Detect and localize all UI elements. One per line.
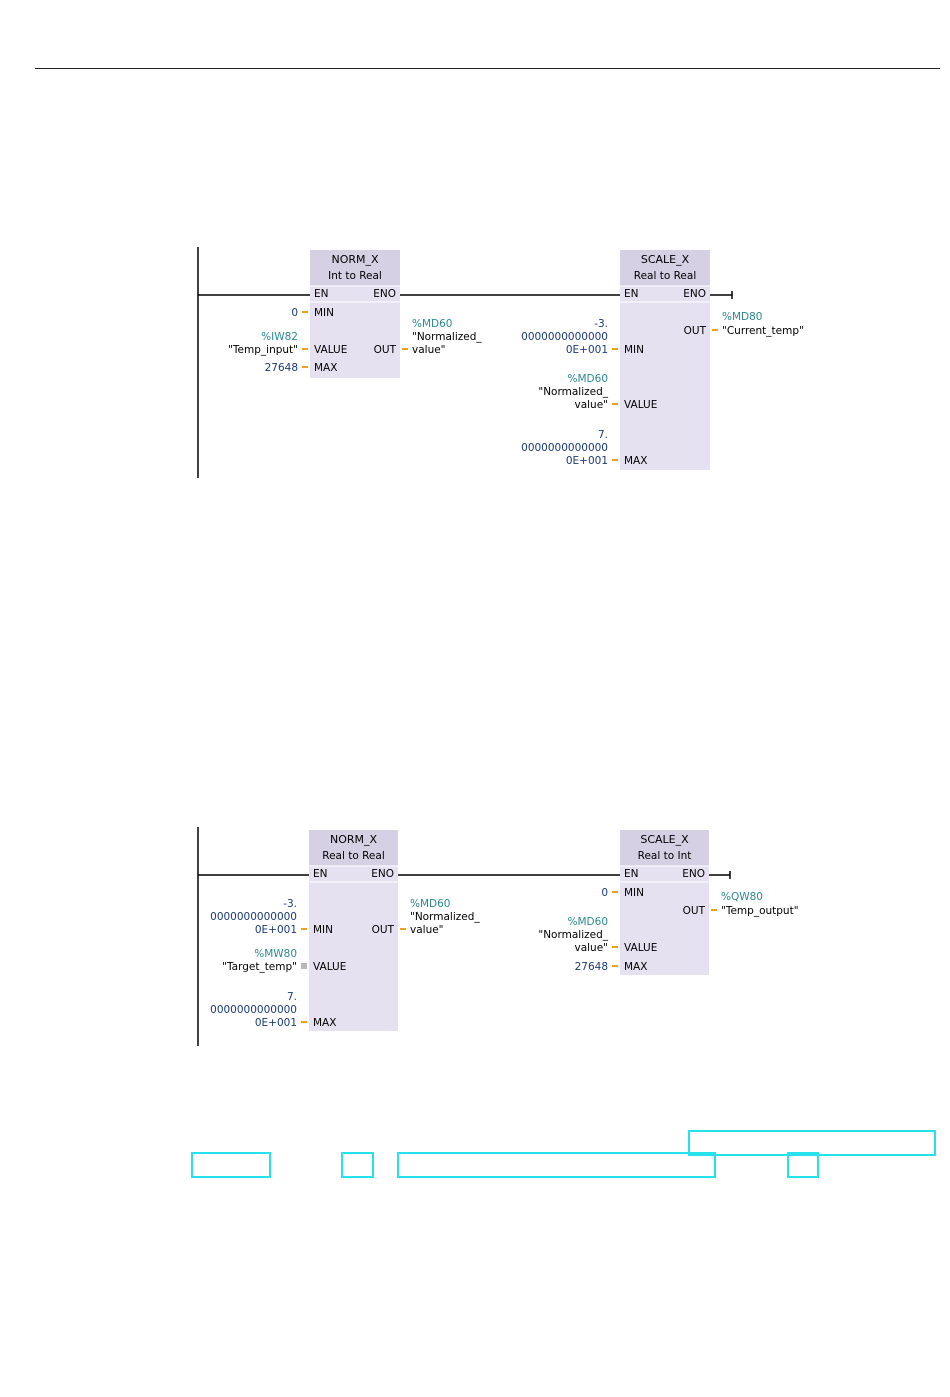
n1-scale-value-address: %MD60 [568, 373, 608, 385]
n1-scale-pin-out: OUT [684, 325, 707, 337]
n2-scale-header [620, 830, 709, 866]
highlight-box-4 [397, 1152, 716, 1178]
n2-norm-value-stub-marker [301, 963, 307, 969]
n1-scale-min-operand: 0000000000000 [521, 331, 608, 343]
n1-scale-value-operand: value" [574, 399, 608, 411]
highlight-box-2 [191, 1152, 271, 1178]
n2-scale-en-pin: EN [624, 868, 639, 880]
n1-scale-min-operand: 0E+001 [566, 344, 608, 356]
n1-scale-title: SCALE_X [641, 253, 690, 266]
n1-scale-max-operand: 0E+001 [566, 455, 608, 467]
n2-scale-out-operand: "Temp_output" [721, 905, 799, 917]
n1-scale-max-operand: 7. [598, 429, 608, 441]
n2-norm-max-operand: 0E+001 [255, 1017, 297, 1029]
n2-norm-value-address: %MW80 [254, 948, 297, 960]
n1-scale-en-pin: EN [624, 288, 639, 300]
n2-norm-out-operand: "Normalized_ [410, 911, 480, 923]
n2-norm-pin-min: MIN [313, 924, 333, 936]
n2-scale-pin-out: OUT [683, 905, 706, 917]
n2-norm-out-operand: value" [410, 924, 444, 936]
highlight-box-3 [341, 1152, 374, 1178]
highlight-box-1 [688, 1130, 936, 1156]
n2-norm-value-operand: "Target_temp" [222, 961, 297, 973]
n1-norm-header [310, 250, 400, 286]
n1-norm-eno-pin: ENO [373, 288, 396, 300]
n1-norm-value-operand: "Temp_input" [228, 344, 298, 356]
n1-norm-value-address: %IW82 [261, 331, 298, 343]
n2-scale-pin-min: MIN [624, 887, 644, 899]
n1-norm-min-operand: 0 [291, 307, 298, 319]
n1-norm-out-address: %MD60 [412, 318, 452, 330]
n1-scale-header [620, 250, 710, 286]
n1-scale-pin-max: MAX [624, 455, 647, 467]
n2-scale-max-operand: 27648 [575, 961, 608, 973]
n2-norm-header [309, 830, 398, 866]
n1-norm-subtitle: Int to Real [328, 270, 382, 282]
n2-norm-subtitle: Real to Real [322, 850, 385, 862]
n1-norm-out-operand: "Normalized_ [412, 331, 482, 343]
n1-scale-pin-value: VALUE [624, 399, 657, 411]
n1-scale-out-operand: "Current_temp" [722, 325, 804, 337]
n2-norm-out-address: %MD60 [410, 898, 450, 910]
n2-scale-eno-pin: ENO [682, 868, 705, 880]
n2-norm-title: NORM_X [330, 833, 378, 846]
n1-scale-subtitle: Real to Real [634, 270, 697, 282]
n1-scale-value-operand: "Normalized_ [538, 386, 608, 398]
n2-scale-title: SCALE_X [640, 833, 689, 846]
highlight-box-5 [787, 1152, 819, 1178]
n1-norm-title: NORM_X [331, 253, 379, 266]
n2-norm-max-operand: 7. [287, 991, 297, 1003]
page-header-rule [35, 68, 940, 69]
n2-scale-value-address: %MD60 [568, 916, 608, 928]
n2-scale-min-operand: 0 [601, 887, 608, 899]
n2-scale-value-operand: "Normalized_ [538, 929, 608, 941]
n1-scale-out-address: %MD80 [722, 311, 762, 323]
n2-norm-en-pin: EN [313, 868, 328, 880]
n1-norm-pin-out: OUT [374, 344, 397, 356]
n1-norm-out-operand: value" [412, 344, 446, 356]
n1-norm-pin-value: VALUE [314, 344, 347, 356]
n2-scale-subtitle: Real to Int [638, 850, 692, 862]
n2-norm-eno-pin: ENO [371, 868, 394, 880]
n2-scale-pin-value: VALUE [624, 942, 657, 954]
n1-norm-en-pin: EN [314, 288, 329, 300]
n2-norm-pin-max: MAX [313, 1017, 336, 1029]
n1-scale-body [620, 250, 710, 470]
n2-norm-max-operand: 0000000000000 [210, 1004, 297, 1016]
n2-scale-out-address: %QW80 [721, 891, 763, 903]
n2-scale-value-operand: value" [574, 942, 608, 954]
n1-norm-pin-max: MAX [314, 362, 337, 374]
n2-norm-min-operand: 0E+001 [255, 924, 297, 936]
n1-scale-min-operand: -3. [594, 318, 608, 330]
n2-norm-min-operand: 0000000000000 [210, 911, 297, 923]
n1-norm-max-operand: 27648 [265, 362, 298, 374]
n1-scale-eno-pin: ENO [683, 288, 706, 300]
n2-norm-pin-out: OUT [372, 924, 395, 936]
n1-scale-max-operand: 0000000000000 [521, 442, 608, 454]
n2-norm-pin-value: VALUE [313, 961, 346, 973]
n1-norm-pin-min: MIN [314, 307, 334, 319]
n2-scale-pin-max: MAX [624, 961, 647, 973]
n2-norm-min-operand: -3. [283, 898, 297, 910]
n1-scale-pin-min: MIN [624, 344, 644, 356]
